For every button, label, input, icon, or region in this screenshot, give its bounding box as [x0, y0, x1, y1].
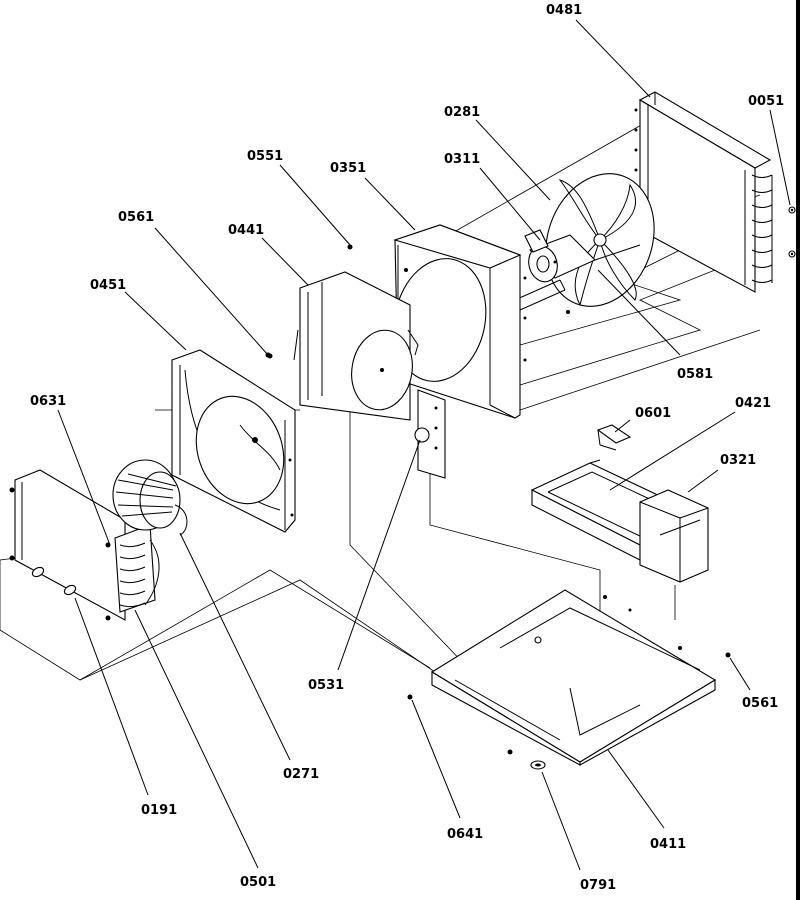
callout-labels: 0481 0051 0281 0311 0551 0351 0561 0441 … [30, 3, 784, 893]
callout-0581: 0581 [677, 367, 713, 382]
callout-0641: 0641 [447, 827, 483, 842]
partition-panel-part [293, 271, 446, 479]
control-box-part [639, 489, 709, 583]
callout-0501: 0501 [240, 875, 276, 890]
callout-0601: 0601 [635, 406, 671, 421]
base-pan-part [430, 589, 717, 766]
bracket-part [596, 424, 632, 451]
fan-motor-part [514, 229, 641, 314]
callout-0631: 0631 [30, 394, 66, 409]
callout-0791: 0791 [580, 878, 616, 893]
callout-leader-lines [57, 19, 791, 871]
callout-0321: 0321 [720, 453, 756, 468]
callout-0451: 0451 [90, 278, 126, 293]
callout-0411: 0411 [650, 837, 686, 852]
evaporator-panel-part [9, 469, 126, 621]
callout-0281: 0281 [444, 105, 480, 120]
callout-0441: 0441 [228, 223, 264, 238]
page-edge-bar [796, 0, 800, 900]
callout-0481: 0481 [546, 3, 582, 18]
callout-0561-top: 0561 [118, 210, 154, 225]
coil-screws-part [788, 206, 796, 258]
callout-0191: 0191 [141, 803, 177, 818]
shroud-orifice-part [393, 224, 527, 419]
condenser-coil-part [634, 91, 773, 293]
clip-part [31, 566, 77, 596]
callout-0311: 0311 [444, 152, 480, 167]
callout-0351: 0351 [330, 161, 366, 176]
grommet-part [530, 760, 546, 770]
callout-0561-right: 0561 [742, 696, 778, 711]
evaporator-coil-part [114, 524, 160, 613]
callout-0051: 0051 [748, 94, 784, 109]
blower-wheel-part [112, 459, 188, 536]
blower-scroll-part [171, 349, 296, 533]
callout-0271: 0271 [283, 767, 319, 782]
callout-0551: 0551 [247, 149, 283, 164]
callout-0531: 0531 [308, 678, 344, 693]
mounting-screws-part [267, 244, 731, 755]
callout-0421: 0421 [735, 396, 771, 411]
